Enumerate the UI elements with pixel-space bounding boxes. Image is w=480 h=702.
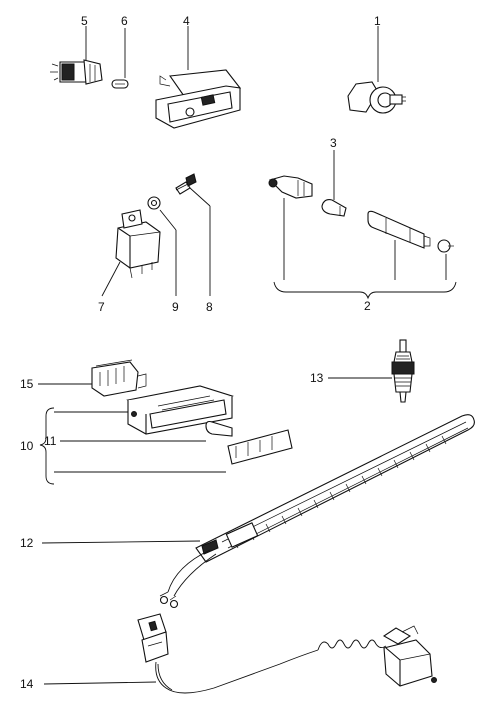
- callout-11: 11: [44, 434, 57, 448]
- part-5-bulb-socket: [50, 59, 103, 85]
- part-12-heater-strip: [195, 414, 475, 563]
- brace-10: [39, 407, 55, 485]
- part-10-switch-housing: [126, 385, 235, 435]
- part-14-coil: [317, 639, 387, 651]
- part-7-relay: [115, 209, 161, 279]
- leader-14: [43, 681, 157, 685]
- part-11-bulb: [205, 420, 233, 437]
- callout-10: 10: [20, 439, 34, 453]
- part-10-lens: [227, 429, 293, 465]
- part-14-thermostat: [382, 625, 437, 687]
- part-12-terminals: [159, 591, 179, 609]
- part-14-plug-connector: [137, 613, 169, 663]
- part-15-connector: [91, 359, 147, 397]
- callout-15: 15: [20, 377, 34, 391]
- leader-8a: [189, 187, 211, 207]
- callout-5: 5: [81, 14, 88, 28]
- callout-8: 8: [206, 300, 213, 314]
- part-2-cap: [437, 239, 454, 253]
- callout-2: 2: [364, 299, 371, 313]
- part-1-rotary-switch: [347, 81, 406, 114]
- leader-12: [41, 540, 201, 544]
- callout-1: 1: [374, 14, 381, 28]
- part-14-cable: [155, 649, 319, 694]
- part-2-bulb-holder: [268, 175, 313, 199]
- part-4-switch-housing: [155, 69, 242, 129]
- part-8-screw: [175, 173, 197, 195]
- callout-13: 13: [310, 371, 324, 385]
- part-12-wires: [167, 549, 217, 597]
- leader-9a: [159, 209, 177, 231]
- callout-6: 6: [121, 14, 128, 28]
- part-3-bulb: [321, 199, 347, 217]
- part-9-washer: [147, 196, 161, 210]
- brace-2: [273, 281, 457, 300]
- callout-7: 7: [98, 300, 105, 314]
- part-13-spark-plug: [391, 339, 415, 403]
- part-2-tube: [367, 210, 431, 249]
- callout-12: 12: [20, 536, 34, 550]
- part-14-cable-2: [157, 663, 173, 691]
- leader-7: [101, 261, 121, 297]
- callout-9: 9: [172, 300, 179, 314]
- callout-4: 4: [183, 14, 190, 28]
- part-6-bulb: [111, 79, 129, 89]
- callout-3: 3: [330, 136, 337, 150]
- callout-14: 14: [20, 677, 34, 691]
